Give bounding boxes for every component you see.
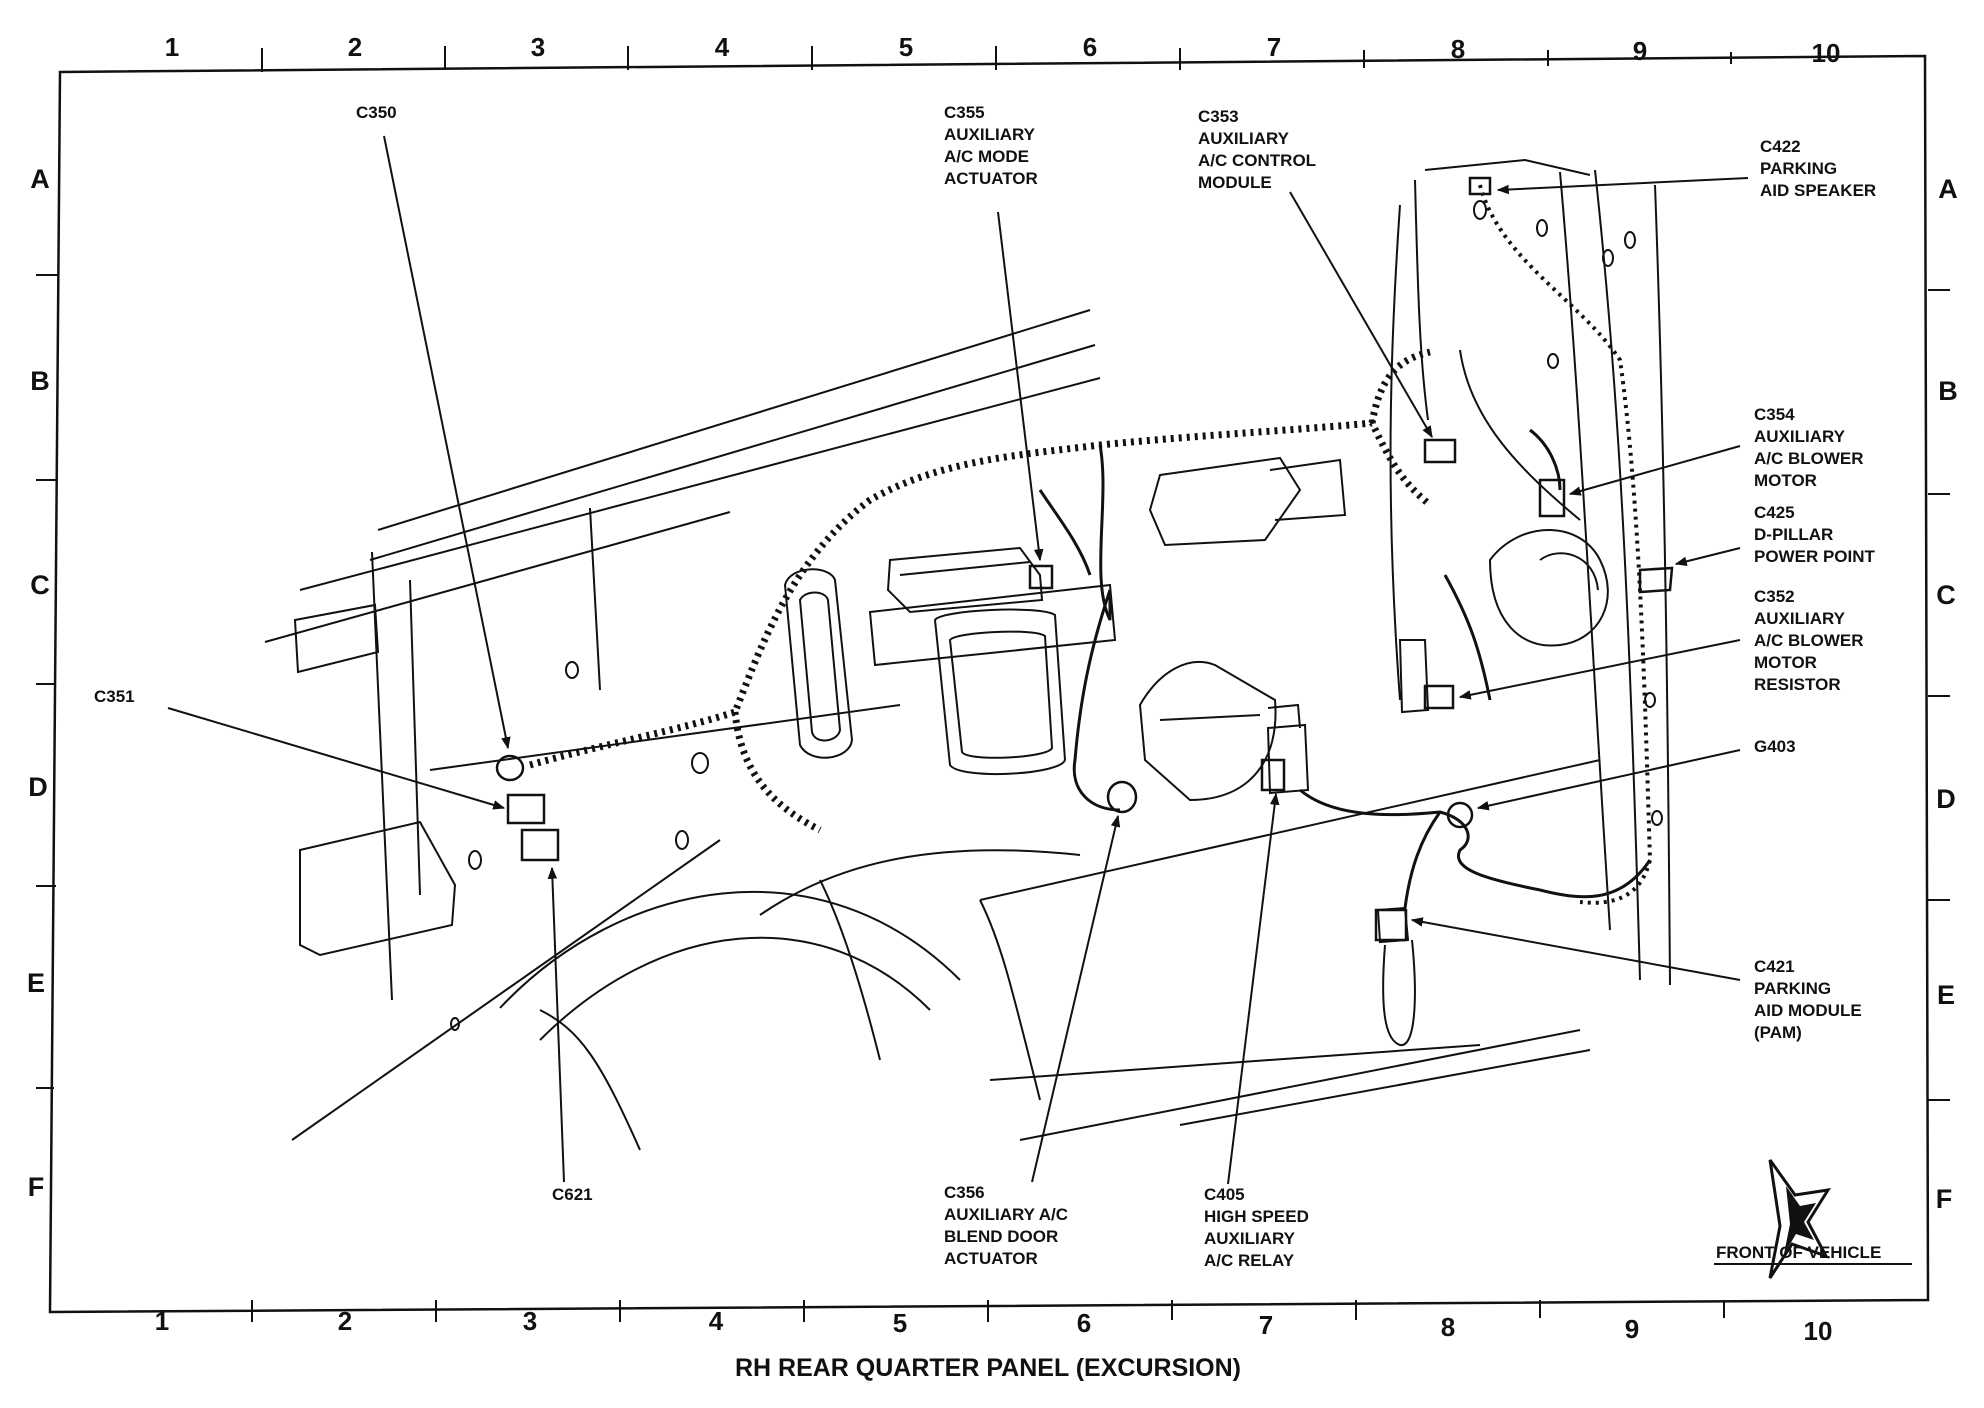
callout-c352: C352 AUXILIARY A/C BLOWER MOTOR RESISTOR <box>1754 587 1868 694</box>
callout-g403: G403 <box>1754 737 1796 756</box>
callout-c421: C421 PARKING AID MODULE (PAM) <box>1754 957 1866 1042</box>
grid-ticks-left <box>36 274 58 1089</box>
grid-columns-bottom: 1 2 3 4 5 6 7 8 9 10 <box>155 1306 1833 1346</box>
grid-col-label: 4 <box>709 1306 724 1336</box>
grid-col-label: 10 <box>1812 38 1841 68</box>
grid-col-label: 3 <box>523 1306 537 1336</box>
wiring-harness <box>529 184 1653 909</box>
vehicle-body-illustration <box>264 158 1671 1151</box>
grid-ticks-bottom <box>251 1300 1725 1322</box>
front-of-vehicle-label: FRONT OF VEHICLE <box>1716 1243 1881 1262</box>
grid-row-label: D <box>28 772 48 802</box>
grid-row-label: F <box>28 1172 45 1202</box>
grid-col-label: 2 <box>348 32 362 62</box>
grid-row-label: E <box>1937 980 1955 1010</box>
grid-col-label: 7 <box>1259 1310 1273 1340</box>
grid-ticks-top <box>261 46 1732 72</box>
connector-c354 <box>1538 478 1566 518</box>
diagram-frame <box>48 54 1930 1314</box>
connector-c353 <box>1423 438 1457 464</box>
grid-row-label: D <box>1936 784 1956 814</box>
grid-col-label: 1 <box>165 32 179 62</box>
connector-c352 <box>1423 684 1455 710</box>
callout-c405: C405 HIGH SPEED AUXILIARY A/C RELAY <box>1204 1185 1314 1270</box>
callout-c350: C350 <box>356 103 397 122</box>
grid-col-label: 9 <box>1633 36 1647 66</box>
grid-col-label: 2 <box>338 1306 352 1336</box>
callout-leaders <box>167 135 1749 1185</box>
grid-col-label: 4 <box>715 32 730 62</box>
connector-c621 <box>520 828 560 862</box>
callout-c621: C621 <box>552 1185 593 1204</box>
connector-c405 <box>1260 758 1286 792</box>
grid-rows-right: A B C D E F <box>1936 174 1958 1214</box>
grid-row-label: A <box>30 164 50 194</box>
grid-rows-left: A B C D E F <box>27 164 50 1202</box>
connector-c425 <box>1638 566 1674 594</box>
grid-col-label: 7 <box>1267 32 1281 62</box>
grid-col-label: 5 <box>893 1308 907 1338</box>
grid-row-label: C <box>1936 580 1956 610</box>
callout-c351: C351 <box>94 687 135 706</box>
grid-col-label: 8 <box>1441 1312 1455 1342</box>
grid-col-label: 6 <box>1077 1308 1091 1338</box>
grid-col-label: 5 <box>899 32 913 62</box>
connector-g403 <box>1446 801 1474 829</box>
front-of-vehicle-icon <box>1768 1159 1832 1279</box>
grid-col-label: 10 <box>1804 1316 1833 1346</box>
grid-col-label: 1 <box>155 1306 169 1336</box>
connector-c356 <box>1106 780 1138 814</box>
grid-col-label: 3 <box>531 32 545 62</box>
connector-c355 <box>1028 564 1054 590</box>
callout-labels: C350 C355 AUXILIARY A/C MODE ACTUATOR C3… <box>94 103 1876 1270</box>
callout-c356: C356 AUXILIARY A/C BLEND DOOR ACTUATOR <box>944 1183 1073 1268</box>
connector-c422 <box>1468 176 1492 196</box>
grid-row-label: C <box>30 570 50 600</box>
grid-ticks-right <box>1928 289 1950 1101</box>
callout-c425: C425 D-PILLAR POWER POINT <box>1754 503 1876 566</box>
grid-row-label: B <box>1938 376 1958 406</box>
callout-c422: C422 PARKING AID SPEAKER <box>1760 137 1876 200</box>
grid-row-label: F <box>1936 1184 1953 1214</box>
grid-row-label: E <box>27 968 45 998</box>
connector-c350 <box>495 754 525 782</box>
diagram-title: RH REAR QUARTER PANEL (EXCURSION) <box>735 1354 1241 1382</box>
callout-c355: C355 AUXILIARY A/C MODE ACTUATOR <box>944 103 1039 188</box>
connector-shapes <box>495 176 1674 942</box>
grid-col-label: 8 <box>1451 34 1465 64</box>
connector-c351 <box>506 793 546 825</box>
grid-row-label: A <box>1938 174 1958 204</box>
grid-col-label: 9 <box>1625 1314 1639 1344</box>
grid-row-label: B <box>30 366 50 396</box>
grid-col-label: 6 <box>1083 32 1097 62</box>
callout-c354: C354 AUXILIARY A/C BLOWER MOTOR <box>1754 405 1868 490</box>
connector-c421 <box>1374 908 1408 942</box>
grid-columns-top: 1 2 3 4 5 6 7 8 9 10 <box>165 32 1841 68</box>
callout-c353: C353 AUXILIARY A/C CONTROL MODULE <box>1198 107 1320 192</box>
